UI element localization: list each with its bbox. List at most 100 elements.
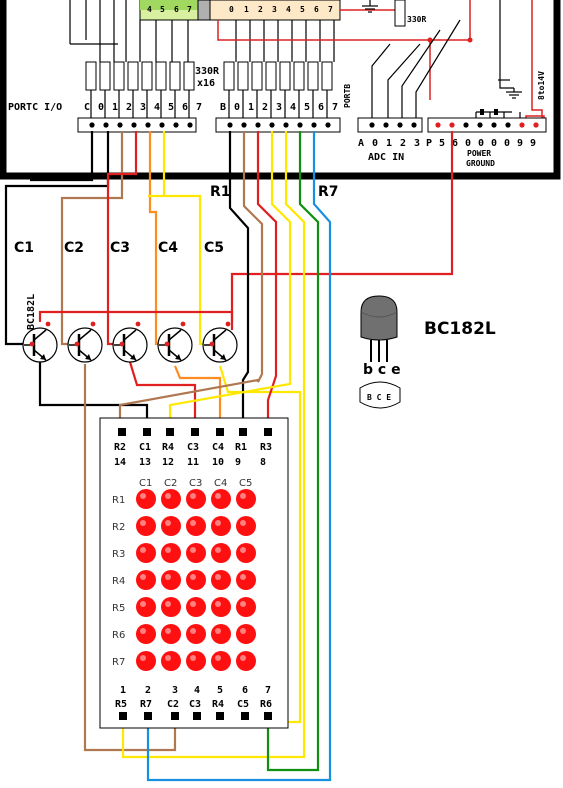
wire-label-c4: C4	[158, 240, 178, 256]
matrix-row-label: R1	[112, 495, 125, 506]
portc-label: PORTC I/O	[8, 102, 62, 113]
led	[186, 516, 206, 536]
matrix-top-pin-number: 14	[114, 457, 126, 468]
matrix-top-pin-name: C3	[187, 442, 199, 453]
led-highlight	[215, 655, 221, 661]
led	[136, 570, 156, 590]
power-pin-label: P	[426, 138, 432, 149]
adc-pin-label: A	[358, 138, 364, 149]
adc-pin-label: 2	[400, 138, 406, 149]
pin-dot	[241, 122, 247, 128]
resistor	[169, 61, 181, 91]
matrix-top-pin-number: 11	[187, 457, 199, 468]
matrix-top-pin-name: R3	[260, 442, 272, 453]
portc-pin-label: 5	[168, 102, 174, 113]
matrix-top-pin-number: 12	[162, 457, 174, 468]
led	[136, 624, 156, 644]
adc-label: ADC IN	[368, 152, 404, 163]
matrix-pin-top	[143, 428, 151, 436]
pin-dot	[187, 122, 193, 128]
pin-dot	[89, 122, 95, 128]
led	[136, 543, 156, 563]
led-highlight	[165, 601, 171, 607]
matrix-bottom-pin-name: C2	[167, 699, 179, 710]
led-highlight	[190, 493, 196, 499]
pin-dot	[173, 122, 179, 128]
pin-dot	[311, 122, 317, 128]
matrix-top-pin-number: 9	[235, 457, 241, 468]
header-digit: 2	[258, 5, 263, 14]
led	[236, 570, 256, 590]
adc-connector	[357, 117, 423, 133]
led	[186, 489, 206, 509]
pin-dot	[297, 122, 303, 128]
power-pin-label: 6	[452, 138, 458, 149]
matrix-column-label: C2	[164, 478, 177, 489]
resistor	[293, 61, 305, 91]
header-digit: 0	[229, 5, 234, 14]
led	[161, 651, 181, 671]
power-pin-label: 0	[465, 138, 471, 149]
led	[211, 543, 231, 563]
matrix-top-pin-name: R2	[114, 442, 126, 453]
portc-pin-label: 4	[154, 102, 160, 113]
wire-label-c3: C3	[110, 240, 130, 256]
header-digit: 1	[244, 5, 249, 14]
led-highlight	[165, 574, 171, 580]
resistor	[85, 61, 97, 91]
package-pin-labels: b c e	[363, 362, 401, 378]
led	[161, 543, 181, 563]
resistor	[321, 61, 333, 91]
matrix-row-label: R4	[112, 576, 125, 587]
matrix-bottom-pin-name: R5	[115, 699, 127, 710]
matrix-pin-top	[118, 428, 126, 436]
matrix-bottom-pin-name: R6	[260, 699, 272, 710]
resistor	[155, 61, 167, 91]
header-digit: 7	[328, 5, 333, 14]
transistor-q4	[157, 321, 193, 363]
matrix-row-label: R3	[112, 549, 125, 560]
wire-pc4	[148, 131, 208, 346]
pin-dot	[369, 122, 375, 128]
portb-pin-label: 5	[304, 102, 310, 113]
transistor-q1	[22, 321, 58, 363]
portc-pin-label: 2	[126, 102, 132, 113]
pin-dot	[505, 122, 511, 128]
led	[186, 651, 206, 671]
led-highlight	[240, 547, 246, 553]
wire-pb6-r7	[146, 131, 332, 782]
wire-pb3-r4	[168, 131, 292, 428]
led-highlight	[215, 493, 221, 499]
matrix-bottom-pin-name: C3	[189, 699, 201, 710]
portc-pin-label: 7	[196, 102, 202, 113]
pin-dot	[131, 122, 137, 128]
led-highlight	[140, 547, 146, 553]
resistor	[265, 61, 277, 91]
led-highlight	[215, 574, 221, 580]
portc-pin-label: 3	[140, 102, 146, 113]
led-highlight	[240, 628, 246, 634]
led	[236, 597, 256, 617]
portc-pin-label: 1	[112, 102, 118, 113]
pin-dot	[463, 122, 469, 128]
matrix-pin-bottom	[193, 712, 201, 720]
resistor-value-label: 330R	[195, 66, 220, 77]
transistor-row	[22, 321, 238, 363]
pin-dot	[519, 122, 525, 128]
portb-connector	[215, 117, 341, 133]
header-digit: 7	[187, 5, 192, 14]
matrix-bottom-pin-number: 2	[145, 685, 151, 696]
pin-dot	[269, 122, 275, 128]
portb-pin-label: 4	[290, 102, 296, 113]
pin-dot	[145, 122, 151, 128]
led-highlight	[190, 601, 196, 607]
led	[136, 489, 156, 509]
led-highlight	[190, 628, 196, 634]
power-pin-label: 5	[439, 138, 445, 149]
led-highlight	[190, 574, 196, 580]
matrix-bottom-pin-number: 3	[172, 685, 178, 696]
led	[236, 516, 256, 536]
led-highlight	[240, 601, 246, 607]
wire-label-c1: C1	[14, 240, 34, 256]
